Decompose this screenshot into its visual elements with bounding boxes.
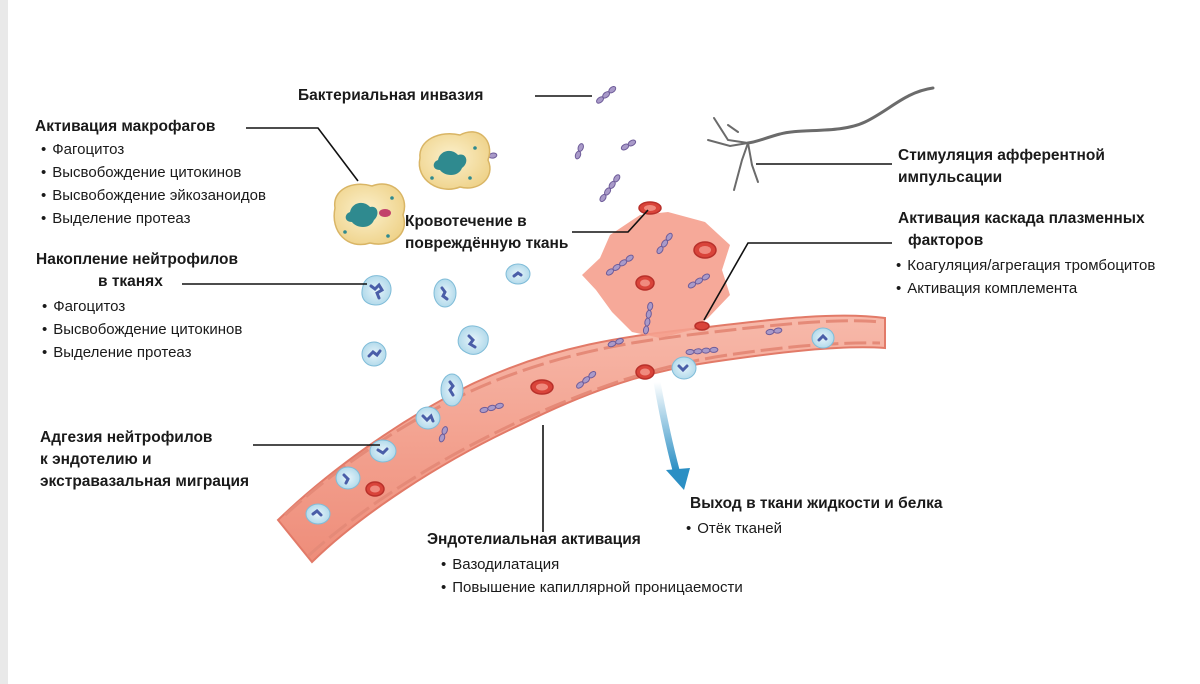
bacterial-invasion-label: Бактериальная инвазия (298, 85, 483, 107)
macrophage-activation-label: Активация макрофагов Фагоцитоз Высвобожд… (35, 116, 266, 230)
afferent-title-line2: импульсации (898, 169, 1003, 186)
macrophage-item: Фагоцитоз (41, 138, 266, 161)
bacteria (438, 86, 783, 443)
neutrophil-accum-title-line2: в тканях (98, 273, 163, 290)
fluid-exit-arrow (653, 381, 690, 490)
bacterial-invasion-title: Бактериальная инвазия (298, 87, 484, 104)
bleeding-title-line2: повреждённую ткань (405, 235, 569, 252)
endothelial-item: Повышение капиллярной проницаемости (441, 576, 742, 599)
plasma-item: Коагуляция/агрегация тромбоцитов (896, 254, 1155, 277)
neutrophil-accum-item: Высвобождение цитокинов (42, 318, 242, 341)
endothelial-item: Вазодилатация (441, 553, 743, 576)
bleeding-label: Кровотечение в повреждённую ткань (405, 211, 568, 255)
neutrophil-accum-item: Фагоцитоз (42, 295, 242, 318)
macrophage-activation-title: Активация макрофагов (35, 118, 216, 135)
adhesion-title-line1: Адгезия нейтрофилов (40, 429, 213, 446)
macrophage-item: Высвобождение эйкозаноидов (41, 184, 266, 207)
bleeding-title-line1: Кровотечение в (405, 213, 527, 230)
plasma-item: Активация комплемента (896, 277, 1155, 300)
adhesion-title-line2: к эндотелию и (40, 451, 152, 468)
fluid-exit-title: Выход в ткани жидкости и белка (690, 495, 943, 512)
bleeding-cloud (582, 212, 730, 338)
afferent-stimulation-label: Стимуляция афферентной импульсации (898, 145, 1105, 189)
neutrophil-accum-title-line1: Накопление нейтрофилов (36, 251, 239, 268)
neutrophil-accumulation-label: Накопление нейтрофилов в тканях Фагоцито… (36, 249, 242, 364)
left-edge-strip (0, 0, 8, 684)
plasma-cascade-label: Активация каскада плазменных факторов Ко… (898, 208, 1155, 300)
afferent-title-line1: Стимуляция афферентной (898, 147, 1105, 164)
neutrophil-adhesion-label: Адгезия нейтрофилов к эндотелию и экстра… (40, 427, 249, 493)
fluid-exit-label: Выход в ткани жидкости и белка Отёк ткан… (690, 493, 943, 540)
macrophage-cell (418, 131, 491, 190)
neutrophil-accum-item: Выделение протеаз (42, 341, 242, 364)
endothelial-title: Эндотелиальная активация (427, 531, 641, 548)
adhesion-title-line3: экстравазальная миграция (40, 473, 250, 490)
afferent-nerve (707, 86, 935, 191)
plasma-title-line1: Активация каскада плазменных (898, 210, 1145, 227)
endothelial-activation-label: Эндотелиальная активация Вазодилатация П… (427, 529, 743, 599)
macrophage-item: Выделение протеаз (41, 207, 266, 230)
leader-lines (182, 95, 892, 532)
fluid-exit-item: Отёк тканей (686, 517, 943, 540)
macrophage-item: Высвобождение цитокинов (41, 161, 266, 184)
plasma-title-line2: факторов (908, 232, 984, 249)
macrophage-cell (333, 183, 406, 246)
